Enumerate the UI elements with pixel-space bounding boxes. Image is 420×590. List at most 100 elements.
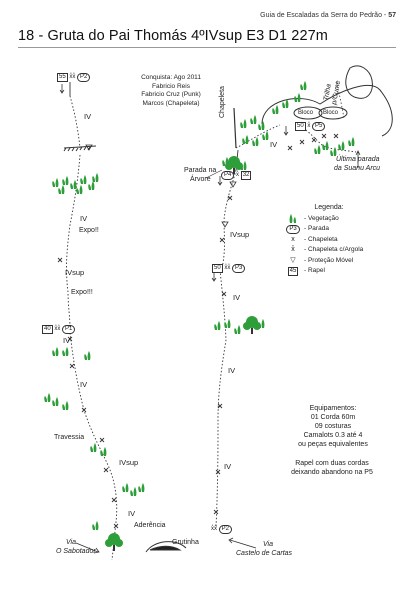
arvore-label-2: Árvore: [190, 176, 211, 183]
right-gear-markers: [221, 181, 237, 228]
rapel-box: 32: [240, 171, 252, 180]
rappel-arrow-p4: [217, 176, 223, 186]
legend-title: Legenda:: [314, 204, 344, 211]
grutinha-shape: [145, 541, 187, 553]
grade-label: IVsup: [65, 268, 85, 277]
left-top-anchor: 55 x̊x̊ P2: [57, 72, 91, 82]
parada-circle: P2: [218, 525, 233, 534]
left-bolts: [57, 257, 119, 529]
title-rule: [18, 47, 396, 48]
arvore-label: Parada na: [184, 167, 217, 174]
castelo-arrow: [228, 537, 257, 549]
legend-label: - Chapeleta c/Argola: [304, 246, 364, 253]
grade-label: IV: [80, 214, 88, 223]
credits: Conquista: Ago 2011 Fabricio Reis Fabric…: [126, 74, 216, 108]
equipment-line: 01 Corda 60m: [310, 414, 356, 421]
grade-label: IV: [128, 509, 136, 518]
rapel-note: Rapel com duas cordas deixando abandono …: [262, 459, 402, 477]
ultima-parada-arrow: [355, 150, 361, 168]
equipment-line: Camalots 0.3 até 4: [303, 432, 363, 439]
parada-circle: P3: [232, 264, 246, 273]
rapel-box: 55: [57, 73, 68, 82]
credits-heading: Conquista: Ago 2011: [141, 74, 201, 81]
right-top-anchor: 50 x̊ P5: [295, 121, 326, 131]
rappel-arrow: [59, 84, 65, 94]
chapeleta-argola-symbol: x̊: [291, 246, 295, 253]
grade-label: IV: [270, 140, 278, 149]
bloco-label: Bloco: [323, 110, 339, 116]
grade-label: IVsup: [119, 458, 139, 467]
page-number: 57: [388, 12, 396, 19]
legend-item: x - Chapeleta: [282, 235, 392, 246]
vegetation-icon: [282, 214, 304, 224]
grade-label: IVsup: [230, 230, 250, 239]
chapeleta-line: [233, 107, 237, 149]
rapel-symbol: 45: [287, 266, 299, 276]
parada-symbol: P3: [286, 224, 300, 234]
legend-item: ▽ - Proteção Móvel: [282, 256, 392, 267]
legend-label: - Proteção Móvel: [304, 256, 354, 264]
rapel-box: 50: [212, 264, 223, 273]
credit-name: Fabricio Reis: [152, 82, 190, 90]
via-label: Via: [66, 539, 76, 546]
ultima-parada-label-2: da Suanu Arcu: [334, 165, 381, 172]
legend-item: P3 - Parada: [282, 224, 392, 235]
equipment-line: 09 costuras: [314, 423, 352, 430]
parada-circle: P2: [77, 73, 91, 82]
boulders: [261, 65, 393, 137]
p4-anchor: P4 x̊ 32: [221, 170, 252, 180]
grutinha-label: Grutinha: [172, 539, 199, 546]
via-name: O Sabotador: [56, 548, 96, 555]
ultima-parada-label: Última parada: [336, 156, 380, 163]
roof-left: [63, 145, 97, 152]
grade-label: IV: [63, 336, 71, 345]
rappel-arrow-right-top: [283, 126, 289, 136]
credit-name: Fabricio Cruz (Punk): [141, 91, 201, 98]
route-title: 18 - Gruta do Pai Thomás 4ºIVsup E3 D1 2…: [18, 28, 328, 44]
legend-item: 45 - Rapel: [282, 266, 392, 277]
expo-warning: Expo!!: [79, 227, 99, 234]
left-route: [66, 82, 118, 561]
rapel-box: 40: [42, 325, 53, 334]
expo-warning: Expo!!!: [71, 289, 93, 296]
chapeleta-label: Chapeleta: [219, 86, 226, 118]
right-mid-anchor: 50 x̊x̊ P3: [212, 263, 246, 273]
right-bottom-anchor: x̊x̊ P2: [211, 524, 233, 534]
right-bolts: [213, 133, 339, 515]
legend-label: - Vegetação: [304, 214, 339, 222]
travessia-label: Travessia: [54, 434, 85, 441]
left-mid-anchor: 40 x̊x̊ P1: [42, 324, 76, 334]
grade-label: IV: [228, 366, 236, 375]
protecao-movel-symbol: ▽: [290, 256, 296, 264]
rapel-note-line: deixando abandono na P5: [291, 469, 373, 476]
grade-label: IV: [233, 293, 241, 302]
sabotador-arrow: [75, 542, 100, 554]
legend: Legenda: - Vegetação P3 - Parada x - Cha…: [282, 203, 392, 277]
legend-label: - Rapel: [304, 267, 325, 274]
via-name: Castelo de Cartas: [236, 550, 293, 557]
parada-circle: P1: [62, 325, 76, 334]
equipment-title: Equipamentos:: [309, 405, 357, 412]
parada-circle: P4: [221, 171, 235, 180]
equipment-line: ou peças equivalentes: [298, 441, 368, 448]
via-label: Via: [263, 541, 273, 548]
aderencia-label: Aderência: [134, 522, 166, 529]
grade-label: IV: [224, 462, 232, 471]
parada-circle: P5: [312, 122, 326, 131]
bloco-label: Bloco: [298, 110, 314, 116]
credit-name: Marcos (Chapeleta): [142, 99, 200, 107]
arvore-arrow: [205, 169, 223, 179]
chapeleta-symbol: x: [291, 235, 295, 243]
gear-marker: [85, 144, 93, 151]
legend-label: - Chapeleta: [304, 235, 338, 243]
legend-label: - Parada: [304, 225, 329, 232]
rapel-box: 50: [295, 122, 306, 131]
rappel-arrow-right-mid: [211, 272, 217, 282]
rapel-note-line: Rapel com duas cordas: [295, 460, 369, 467]
legend-item: - Vegetação: [282, 214, 392, 225]
legend-item: x̊ - Chapeleta c/Argola: [282, 245, 392, 256]
guide-name: Guia de Escaladas da Serra do Pedrão -: [260, 12, 389, 19]
grade-label: IV: [84, 112, 92, 121]
running-header: Guia de Escaladas da Serra do Pedrão - 5…: [260, 12, 396, 19]
